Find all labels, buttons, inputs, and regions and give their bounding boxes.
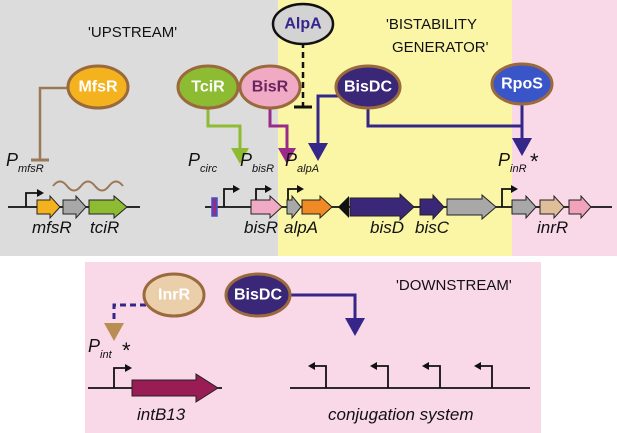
p-alpa-promoter-arrowhead xyxy=(297,185,304,193)
p-inr-asterisk: * xyxy=(530,149,539,174)
inrr-gene xyxy=(568,194,592,220)
tcir-activation-line xyxy=(206,108,242,150)
p-circ-promoter-arrowhead xyxy=(233,185,240,193)
bisdc-to-conjugation-arrowhead xyxy=(345,318,365,336)
inrr-node-label: InrR xyxy=(158,287,190,304)
p-mfsr-promoter-arrow xyxy=(25,192,38,207)
downstream-label: 'DOWNSTREAM' xyxy=(396,277,512,294)
tcir-node: TciR xyxy=(176,64,240,110)
grey-gene-1 xyxy=(286,194,302,220)
bisdc-node-top-label: BisDC xyxy=(344,79,392,96)
alpa-gene xyxy=(301,194,333,220)
bisdc-to-pinr-arrowhead xyxy=(512,138,532,156)
mfsr-node: MfsR xyxy=(66,64,130,110)
bisr-gene xyxy=(250,194,283,220)
p-mfsr-label: PmfsR xyxy=(6,150,44,175)
alpa-gene-label: alpA xyxy=(284,218,318,237)
conjugation-promoter-1 xyxy=(314,365,327,388)
bisc-gene-label: bisC xyxy=(415,218,450,237)
bisr-node: BisR xyxy=(238,64,302,110)
p-int-promoter-arrow xyxy=(113,367,126,388)
rpos-node-label: RpoS xyxy=(501,76,543,93)
alpa-node: AlpA xyxy=(271,2,335,46)
bisdc-node-top: BisDC xyxy=(334,64,402,110)
bistability-label-line2: GENERATOR' xyxy=(392,39,489,56)
conjugation-promoter-1-arrowhead xyxy=(308,362,315,370)
mfsr-repression-line xyxy=(38,86,70,160)
mfsr-gene xyxy=(36,194,61,220)
grey-gene-upstream xyxy=(62,194,87,220)
rpos-node: RpoS xyxy=(490,62,554,106)
tcir-gene-label: tciR xyxy=(90,218,119,237)
bisdc-to-palpa-arrowhead xyxy=(308,143,328,161)
inrr-to-pint-line xyxy=(112,303,146,325)
inrr-to-pint-arrowhead xyxy=(104,323,124,341)
p-circ-promoter-arrow xyxy=(223,188,234,207)
upstream-label: 'UPSTREAM' xyxy=(88,24,177,41)
mfsr-gene-label: mfsR xyxy=(32,218,72,237)
bisr-activation-line xyxy=(268,108,289,150)
p-circ-label: Pcirc xyxy=(188,150,218,175)
tcir-arrowhead xyxy=(231,148,249,164)
inrr-gene-label: inrR xyxy=(537,218,568,237)
conjugation-promoter-4 xyxy=(480,365,493,388)
p-bisr-label: PbisR xyxy=(240,150,274,175)
p-int-promoter-arrowhead xyxy=(125,364,132,372)
bisc-gene xyxy=(419,193,445,221)
p-inr-label: PinR xyxy=(498,150,527,175)
bisr-gene-label: bisR xyxy=(244,218,278,237)
bisr-arrowhead xyxy=(278,148,296,164)
intb13-gene-label: intB13 xyxy=(137,405,186,424)
conjugation-promoter-3 xyxy=(428,365,441,388)
p-inr-promoter-arrow xyxy=(501,188,512,207)
bisdc-to-pinr-line xyxy=(366,108,524,140)
p-mfsr-promoter-arrowhead xyxy=(37,189,44,197)
p-int-asterisk: * xyxy=(122,338,131,363)
conjugation-promoter-2-arrowhead xyxy=(370,362,377,370)
bisd-gene-label: bisD xyxy=(370,218,404,237)
intb13-gene xyxy=(131,373,219,403)
bisdc-node-bottom: BisDC xyxy=(224,272,292,318)
inrr-node: InrR xyxy=(142,272,206,318)
terminator-triangle xyxy=(338,196,349,218)
tcir-node-label: TciR xyxy=(191,79,225,96)
conjugation-promoter-2 xyxy=(376,365,389,388)
tan-gene xyxy=(539,194,565,220)
grey-gene-2 xyxy=(446,193,497,221)
mfsr-transcript-wave xyxy=(52,180,124,192)
mfsr-node-label: MfsR xyxy=(78,79,118,96)
bisdc-node-bottom-label: BisDC xyxy=(234,287,282,304)
bisd-gene xyxy=(349,192,415,222)
conjugation-promoter-3-arrowhead xyxy=(422,362,429,370)
alpa-node-label: AlpA xyxy=(284,16,322,33)
conjugation-system-label: conjugation system xyxy=(328,405,474,424)
attachment-site xyxy=(211,197,218,217)
bisr-node-label: BisR xyxy=(252,79,289,96)
p-alpa-label: PalpA xyxy=(285,150,319,175)
tcir-gene xyxy=(88,194,128,220)
p-inr-promoter-arrowhead xyxy=(511,185,518,193)
grey-gene-3 xyxy=(511,194,537,220)
bisdc-to-conjugation-line xyxy=(290,293,357,320)
conjugation-promoter-4-arrowhead xyxy=(474,362,481,370)
bisdc-to-palpa-line xyxy=(316,94,340,145)
p-int-label: Pint xyxy=(88,336,113,361)
bistability-label-line1: 'BISTABILITY xyxy=(386,16,477,33)
p-bisr-promoter-arrowhead xyxy=(265,185,272,193)
